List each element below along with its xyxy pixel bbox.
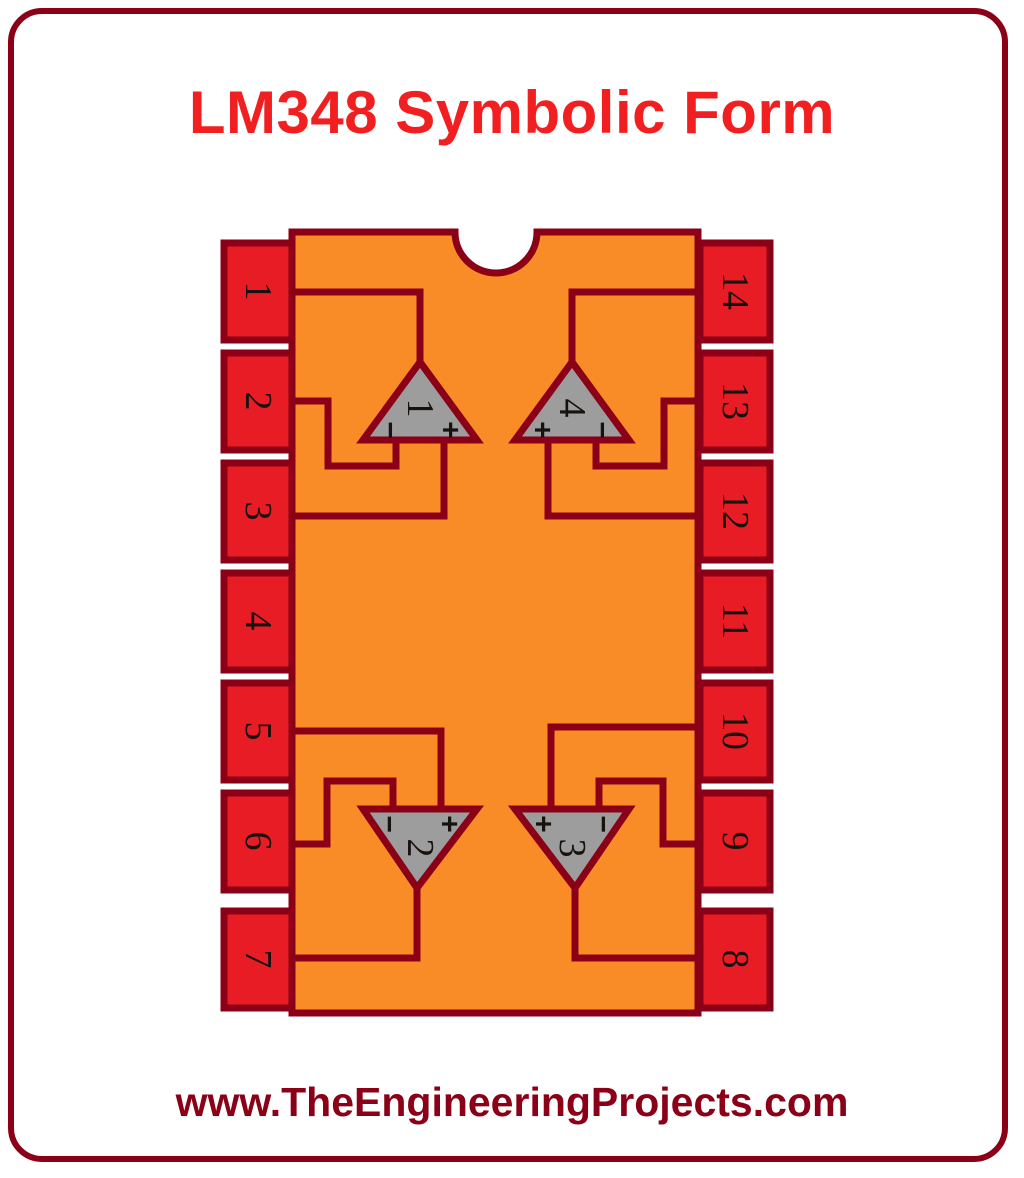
website-footer: www.TheEngineeringProjects.com: [175, 1079, 849, 1125]
page-title: LM348 Symbolic Form: [188, 79, 836, 146]
poster-frame: [8, 8, 1008, 1162]
